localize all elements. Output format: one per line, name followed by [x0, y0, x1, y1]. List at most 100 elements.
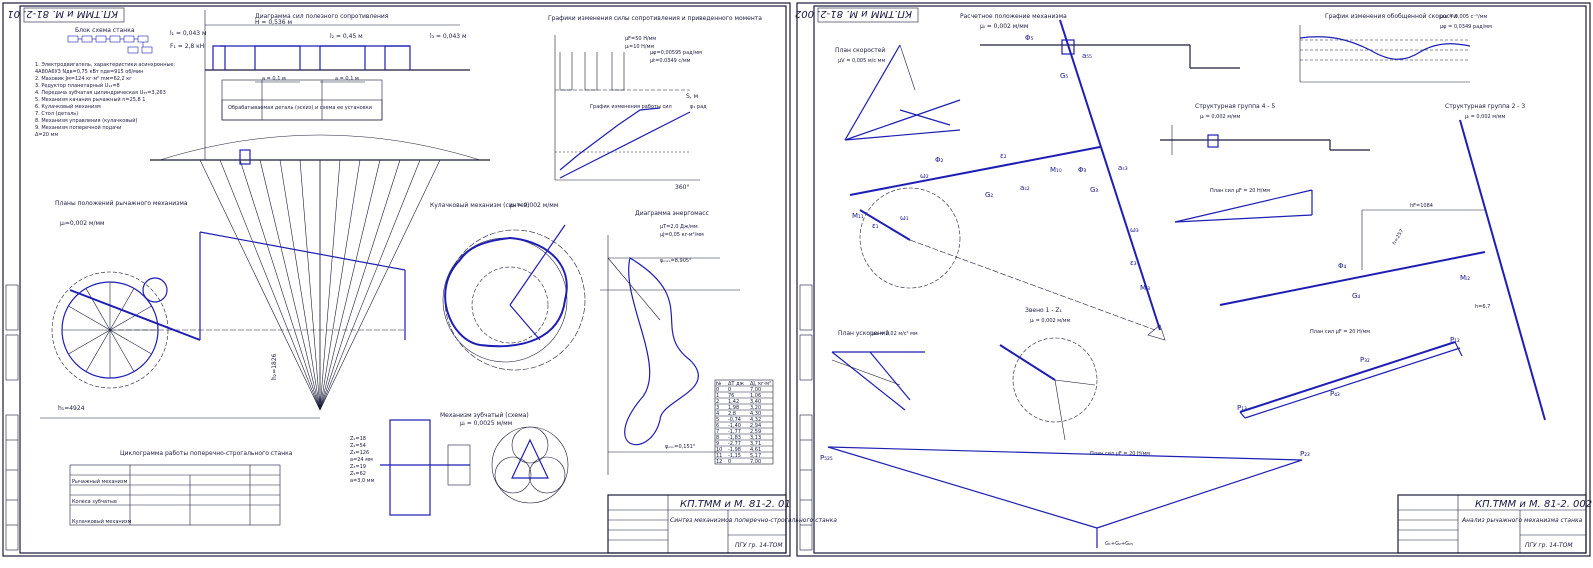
- resistance-graph: [554, 35, 700, 181]
- analysis-label: P₄₃: [1330, 390, 1340, 398]
- cyclo-title: Циклограмма работы поперечно-строгальног…: [120, 450, 293, 457]
- force-plan-2: [1239, 341, 1463, 419]
- table-cell: 1,42: [728, 399, 739, 405]
- table-cell: -1,77: [728, 429, 741, 435]
- sheet2-top-code-box: [817, 7, 919, 23]
- analysis-label: ω₂: [920, 172, 929, 180]
- g-sum-label: G₁+G₂+G₂₅: [1105, 541, 1133, 547]
- deg-360: 360°: [675, 184, 689, 191]
- table-cell: 6: [716, 423, 719, 429]
- acc-scale: μa = 0,02 м/с² мм: [872, 331, 918, 337]
- sheet1-stamp-group: ПГУ гр. 14-ТОМ: [735, 542, 783, 549]
- energy-mu1: μT=2,0 Дж/мм: [660, 224, 698, 230]
- cam-scale: μₗ = 0,002 м/мм: [510, 202, 558, 209]
- positions-scale: μₗ=0,002 м/мм: [60, 220, 105, 227]
- table-cell: -1,98: [728, 447, 741, 453]
- energy-title: Диаграмма энергомасс: [635, 210, 709, 217]
- table-cell: 7,00: [750, 387, 761, 393]
- stroke-length-H: H = 0,536 м: [255, 19, 292, 26]
- spec-line: 1. Электродвигатель, характеристики асин…: [35, 62, 175, 68]
- hF-label: hF=1084: [1410, 203, 1433, 209]
- positions-fan: [62, 159, 441, 411]
- workpiece-caption: Обрабатываемая деталь (эскиз) и схема ее…: [228, 105, 372, 111]
- position-line: [219, 159, 321, 411]
- table-cell: 7,00: [750, 459, 761, 465]
- mu-phi: μφ=0,00595 рад/мм: [650, 50, 702, 56]
- psi-max: ψₘₐₓ=8,905°: [660, 258, 692, 264]
- analysis-label: P₁₃: [1237, 404, 1247, 412]
- table-cell: 4,32: [750, 417, 761, 423]
- work-graph-title: График изменения работы сил: [590, 104, 672, 110]
- table-cell: 4,61: [750, 447, 761, 453]
- block-scheme: [67, 35, 153, 54]
- gear-mechanism: [380, 419, 569, 516]
- spec-line: Δ=20 мм: [35, 132, 58, 138]
- analysis-label: Mᵢ₂: [1460, 274, 1470, 282]
- gear-param: Z₂=54: [350, 443, 366, 449]
- spec-line: 6. Кулачковый механизм: [35, 103, 101, 110]
- position-line: [319, 159, 341, 411]
- analysis-label: Φ₄: [1338, 262, 1347, 270]
- link12-scale: μₗ = 0,002 м/мм: [1030, 318, 1071, 324]
- spec-line: 3. Редуктор планетарный U₁₂=8: [35, 82, 120, 89]
- group23-title: Структурная группа 2 - 3: [1445, 103, 1525, 110]
- cyclo-row-label: Рычажный механизм: [72, 478, 128, 485]
- table-cell: 0: [716, 387, 719, 393]
- sheet1-inner-frame: [19, 5, 787, 554]
- gear-param: Z₃=126: [350, 450, 369, 456]
- table-cell: 4,30: [750, 411, 761, 417]
- calc-title: Расчетное положение механизма: [960, 13, 1067, 20]
- h2-label: h₂=1826: [271, 353, 278, 380]
- acceleration-plan: [831, 351, 925, 411]
- crank-position: [68, 305, 111, 331]
- analysis-label: M₁₀: [1050, 166, 1062, 174]
- spec-line: 5. Механизм качания рычажный n=25,8 1: [35, 96, 146, 103]
- analysis-label: ε₃: [1130, 259, 1137, 267]
- gap-a2: a = 0,1 м: [335, 76, 359, 82]
- table-cell: 3,71: [750, 441, 761, 447]
- sheet1-stamp-title: Синтез механизмов поперечно-строгального…: [670, 517, 837, 524]
- sheet-2-analysis: КП.ТММ и М. 81-2. 002 Расчетное положени…: [795, 2, 1592, 557]
- psi-min: ψₘᵢₙ=0,151°: [665, 444, 696, 450]
- table-cell: 3,20: [750, 405, 761, 411]
- table-cell: -2,77: [728, 441, 741, 447]
- spec-line: 8. Механизм управления (кулачковый): [35, 117, 137, 124]
- table-cell: 2: [716, 399, 719, 405]
- forces2-title: План сил μF = 20 Н/мм: [1310, 329, 1370, 335]
- table-cell: 5: [716, 417, 719, 423]
- table-cell: 1,98: [728, 405, 739, 411]
- table-header: ΔJ, кг·м²: [750, 381, 771, 387]
- mu-f: μF=50 Н/мм: [625, 36, 656, 42]
- table-cell: 3: [716, 405, 719, 411]
- velocity-plan: [844, 44, 961, 141]
- link12: [999, 337, 1098, 441]
- forces-diagram-title: Диаграмма сил полезного сопротивления: [255, 13, 389, 20]
- spec-line: 9. Механизм поперечной подачи: [35, 124, 121, 131]
- sheet2-stamp-title: Анализ рычажного механизма станка: [1461, 517, 1583, 524]
- sheet2-stamp-group: ПГУ гр. 14-ТОМ: [1525, 542, 1573, 549]
- acc-title: План ускорений: [838, 330, 889, 337]
- analysis-label: aₛ₃: [1118, 164, 1128, 172]
- sheet2-stamp-code: КП.ТММ и М. 81-2. 002: [1475, 499, 1592, 510]
- table-cell: 9: [716, 441, 719, 447]
- table-cell: -1,40: [728, 423, 741, 429]
- mechanism-links: [40, 134, 490, 419]
- position-line: [199, 159, 321, 411]
- length-l1: l₁ = 0,043 м: [170, 30, 207, 37]
- gear-param: Z₁=18: [350, 436, 366, 442]
- analysis-label: Φ₅: [1025, 34, 1034, 42]
- sheet2-title-block: [1397, 494, 1587, 554]
- table-cell: 2,8: [728, 411, 736, 417]
- table-cell: 12: [716, 459, 722, 465]
- forces3-title: План сил μF = 20 Н/мм: [1090, 451, 1150, 457]
- crank-position: [109, 305, 152, 331]
- speed-mu1: μω = 0,005 с⁻¹/мм: [1440, 14, 1487, 20]
- spec-line: 4А80А6У3 Nдв=0,75 кВт nдв=915 об/мин: [35, 69, 143, 75]
- gap-a1: a = 0,1 м: [262, 76, 286, 82]
- link12-title: Звено 1 - Z₁: [1025, 307, 1062, 314]
- forces-diagram: [204, 10, 470, 160]
- analysis-label: P₅₂₅: [820, 454, 833, 462]
